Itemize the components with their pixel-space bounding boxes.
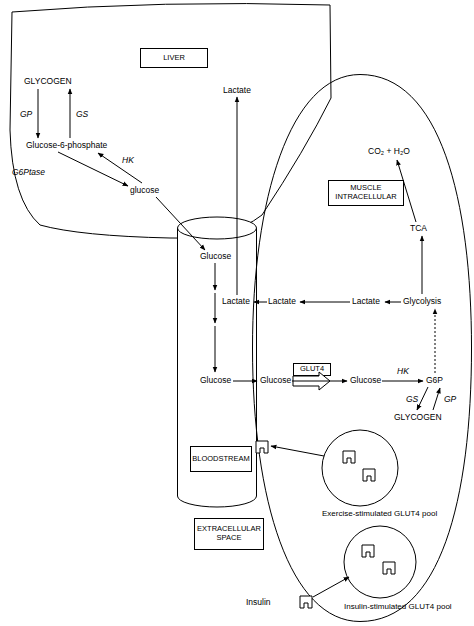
glut4-pool-circle: Insulin-stimulated GLUT4 pool xyxy=(340,522,472,618)
arrow xyxy=(98,153,142,183)
text-label: CO₂ + H₂O xyxy=(368,147,410,156)
metabolite-label: Insulin xyxy=(246,598,271,607)
arrow xyxy=(382,381,423,382)
arrow xyxy=(271,446,324,456)
arrow xyxy=(215,293,216,323)
compartment-label-box: MUSCLE INTRACELLULAR xyxy=(328,180,404,206)
text-label: TCA xyxy=(410,224,427,233)
text-label: GS xyxy=(406,395,418,404)
arrow xyxy=(38,89,39,138)
liver-outline: Lactate GLYCOGEN GP GS Glucose-6-phosphateG6… xyxy=(8,3,334,248)
arrow xyxy=(417,387,428,410)
arrow xyxy=(397,160,416,222)
glut4-pool-circle: Exercise-stimulated GLUT4 pool xyxy=(318,428,450,520)
arrow xyxy=(422,236,423,294)
muscle-cell-outline-shape xyxy=(252,74,472,622)
arrow xyxy=(433,388,440,410)
text-label: GLYCOGEN xyxy=(394,413,442,422)
arrow xyxy=(254,302,267,303)
text-label: GS xyxy=(76,110,88,119)
glut4-symbol xyxy=(256,441,268,453)
bloodstream-cylinder-path xyxy=(178,217,257,239)
glut4-symbol xyxy=(343,451,355,463)
text-label: Lactate xyxy=(352,297,380,306)
dotted-arrow xyxy=(435,309,436,373)
text-label: Lactate xyxy=(222,297,250,306)
glut4-symbol xyxy=(363,469,375,481)
text-label: Glycolysis xyxy=(403,297,441,306)
compartment-label-box: EXTRACELLULAR SPACE xyxy=(194,518,264,550)
glut4-transporter-symbol xyxy=(293,372,330,390)
text-label: Glucose-6-phosphate xyxy=(26,141,107,150)
text-label: Exercise-stimulated GLUT4 pool xyxy=(322,510,437,518)
text-label: glucose xyxy=(130,186,159,195)
arrow xyxy=(215,326,216,372)
text-label: Insulin-stimulated GLUT4 pool xyxy=(344,603,452,611)
glut4-pool-circle-path xyxy=(322,430,398,506)
muscle-cell-outline: CO₂ + H₂O TCA Lactate GlycolysisGlucose HK G6… xyxy=(252,74,472,622)
arrow xyxy=(58,152,128,186)
organ-label-box: LIVER xyxy=(140,48,208,68)
text-label: Glucose xyxy=(200,376,231,385)
text-label: Lactate xyxy=(223,86,251,95)
text-label: HK xyxy=(122,156,134,165)
text-label: EXTRACELLULAR SPACE xyxy=(195,525,263,542)
arrow xyxy=(156,197,205,250)
metabolite-label: Glucose xyxy=(260,376,291,385)
text-label: HK xyxy=(397,367,409,376)
text-label: LIVER xyxy=(163,54,185,63)
arrow xyxy=(385,302,401,303)
liver-outline-path xyxy=(10,4,331,239)
glut4-pool-circle-shape xyxy=(318,428,450,520)
text-label: MUSCLE INTRACELLULAR xyxy=(329,184,403,201)
arrow xyxy=(215,263,216,290)
glut4-symbol xyxy=(362,545,374,557)
arrow xyxy=(233,381,257,382)
text-label: Glucose xyxy=(200,252,231,261)
metabolite-label: Lactate xyxy=(268,297,296,306)
text-label: BLOODSTREAM xyxy=(192,455,250,464)
glut4-label-box: GLUT4 xyxy=(293,363,331,376)
arrow xyxy=(292,381,347,382)
bloodstream-cylinder: GlucoseLactateGlucoseBLOODSTREAM xyxy=(177,216,257,508)
arrow xyxy=(300,302,350,303)
glut4-pool-circle-path xyxy=(344,526,416,598)
text-label: GP xyxy=(20,110,32,119)
text-label: GLYCOGEN xyxy=(24,77,72,86)
text-label: GLUT4 xyxy=(300,365,324,374)
bloodstream-cylinder-path xyxy=(178,228,257,507)
arrow xyxy=(70,89,71,138)
text-label: Glucose xyxy=(350,376,381,385)
glut4-symbol xyxy=(383,562,395,574)
compartment-label-box: BLOODSTREAM xyxy=(190,446,252,472)
liver-outline-shape xyxy=(8,3,334,248)
muscle-cell-outline-path xyxy=(253,75,472,622)
arrow xyxy=(237,97,238,295)
text-label: G6P xyxy=(426,376,443,385)
text-label: G6Ptase xyxy=(12,168,45,177)
insulin-receptor-symbol xyxy=(300,596,312,608)
arrow xyxy=(313,577,349,597)
text-label: GP xyxy=(444,395,456,404)
